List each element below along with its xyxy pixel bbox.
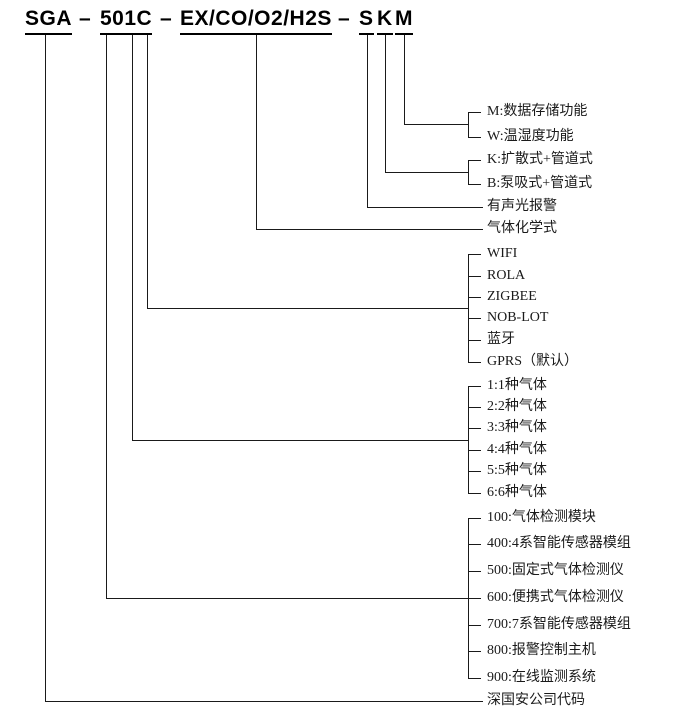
label-type-800: 800:报警控制主机: [487, 643, 596, 658]
label-sampling-k: K:扩散式+管道式: [487, 152, 593, 167]
branch-product-series: [106, 34, 481, 599]
label-storage-w: W:温湿度功能: [487, 129, 574, 144]
code-company: SGA: [25, 6, 73, 35]
label-gas-count-4: 4:4种气体: [487, 442, 547, 457]
label-company-code: 深国安公司代码: [487, 693, 585, 708]
label-sampling-b: B:泵吸式+管道式: [487, 176, 593, 191]
label-comm-nob-lot: NOB-LOT: [487, 310, 549, 325]
bracket-gas-count: [468, 386, 481, 494]
bracket-communication: [468, 254, 481, 363]
label-alarm: 有声光报警: [487, 199, 557, 214]
branch-communication: [147, 34, 468, 309]
label-comm-zigbee: ZIGBEE: [487, 289, 537, 304]
branch-storage: [404, 34, 468, 125]
code-separator-1: –: [79, 7, 92, 30]
label-gas-formula: 气体化学式: [487, 221, 557, 236]
label-type-700: 700:7系智能传感器模组: [487, 617, 631, 632]
branch-company-code: [45, 34, 483, 702]
code-suffix-m: M: [395, 6, 413, 35]
branch-gas-formula: [256, 34, 483, 230]
code-gas-formula: EX/CO/O2/H2S: [180, 6, 332, 35]
code-separator-3: –: [338, 7, 351, 30]
label-comm-rola: ROLA: [487, 268, 526, 283]
label-type-100: 100:气体检测模块: [487, 510, 596, 525]
label-gas-count-5: 5:5种气体: [487, 463, 547, 478]
label-gas-count-3: 3:3种气体: [487, 420, 547, 435]
branch-alarm: [367, 34, 483, 208]
bracket-product-type: [468, 518, 481, 679]
label-comm-gprs: GPRS（默认）: [487, 354, 579, 369]
label-type-600: 600:便携式气体检测仪: [487, 590, 624, 605]
label-gas-count-1: 1:1种气体: [487, 378, 547, 393]
code-separator-2: –: [160, 7, 173, 30]
label-gas-count-6: 6:6种气体: [487, 485, 547, 500]
bracket-storage: [468, 112, 481, 138]
label-gas-count-2: 2:2种气体: [487, 399, 547, 414]
branch-gas-count: [132, 34, 468, 441]
label-storage-m: M:数据存储功能: [487, 104, 588, 119]
label-type-500: 500:固定式气体检测仪: [487, 563, 624, 578]
code-series: 501C: [100, 6, 153, 35]
bracket-sampling: [468, 160, 481, 185]
code-suffix-k: K: [377, 6, 393, 35]
label-type-400: 400:4系智能传感器模组: [487, 536, 631, 551]
branch-sampling: [385, 34, 468, 173]
label-type-900: 900:在线监测系统: [487, 670, 596, 685]
label-comm-bluetooth: 蓝牙: [487, 332, 515, 347]
label-comm-wifi: WIFI: [487, 246, 518, 261]
code-suffix-s: S: [359, 6, 374, 35]
